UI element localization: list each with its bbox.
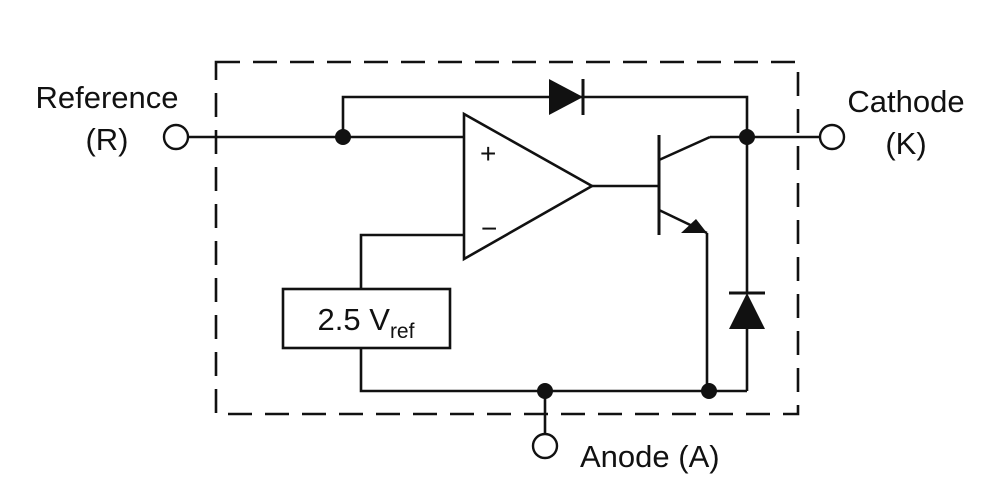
emitter-arrow-icon — [681, 219, 707, 233]
vref-value: 2.5 V — [318, 302, 391, 337]
vref-subscript: ref — [390, 320, 415, 343]
anode-label: Anode (A) — [580, 439, 720, 474]
reference-label: Reference — [35, 80, 178, 115]
package-outline — [214, 60, 800, 416]
junction-dots — [335, 129, 755, 399]
junction-dot — [537, 383, 553, 399]
wiring — [188, 95, 820, 433]
junction-dot — [701, 383, 717, 399]
opamp-minus-sign: − — [481, 213, 497, 244]
opamp — [462, 111, 595, 262]
reference-symbol: (R) — [85, 122, 128, 157]
cathode-label: Cathode — [847, 84, 964, 119]
cathode-terminal — [818, 123, 846, 151]
vref-label: 2.5 Vref — [318, 302, 415, 343]
reference-terminal — [162, 123, 190, 151]
vref-box — [281, 287, 452, 350]
opamp-plus-sign: + — [480, 138, 496, 169]
anode-terminal — [531, 432, 559, 460]
clamp-diode-icon — [729, 291, 765, 329]
junction-dot — [739, 129, 755, 145]
junction-dot — [335, 129, 351, 145]
top-diode-icon — [549, 79, 585, 115]
cathode-symbol: (K) — [885, 126, 926, 161]
